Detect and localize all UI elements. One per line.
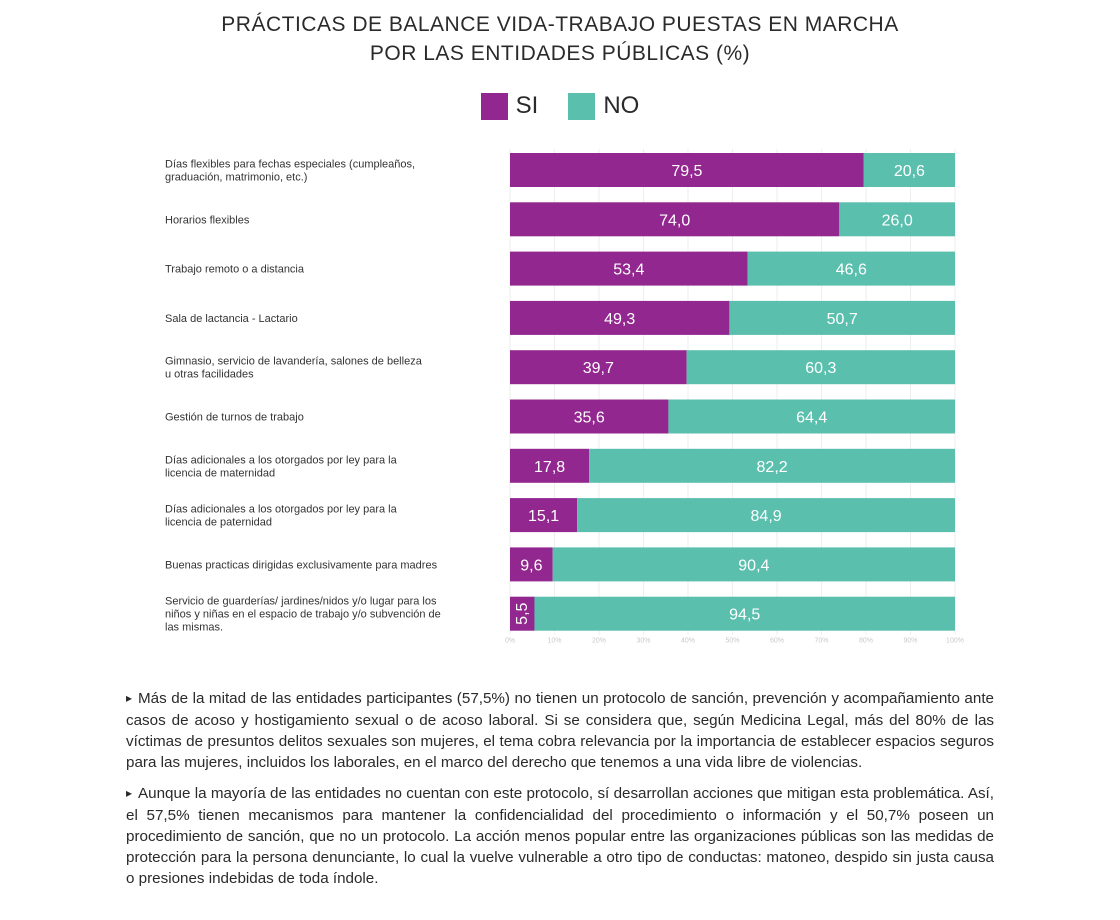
legend-swatch-no xyxy=(568,92,596,120)
x-tick-label: 60% xyxy=(770,638,784,645)
chart-title: PRÁCTICAS DE BALANCE VIDA-TRABAJO PUESTA… xyxy=(0,10,1120,68)
category-label: Días adicionales a los otorgados por ley… xyxy=(165,504,398,516)
bar-value-label: 82,2 xyxy=(757,459,788,476)
bar-segment-no xyxy=(668,399,955,434)
bar-segment-no xyxy=(747,251,955,286)
bar-segment-si xyxy=(510,153,864,187)
bar-segment-no xyxy=(589,448,955,483)
note-paragraph: ▸Más de la mitad de las entidades partic… xyxy=(126,688,994,773)
category-label: Gimnasio, servicio de lavandería, salone… xyxy=(165,356,423,368)
chart-title-line-1: PRÁCTICAS DE BALANCE VIDA-TRABAJO PUESTA… xyxy=(221,13,899,36)
bar-segment-si xyxy=(510,448,590,483)
bar-segment-no xyxy=(534,596,955,631)
bar-value-label: 84,9 xyxy=(751,508,782,525)
bar-segment-si xyxy=(510,202,840,237)
category-label: licencia de maternidad xyxy=(165,467,275,479)
category-label: Días adicionales a los otorgados por ley… xyxy=(165,454,398,466)
bar-segment-no xyxy=(552,547,955,582)
bar-value-label: 39,7 xyxy=(583,360,614,377)
legend-label-no: NO xyxy=(603,92,640,119)
bar-value-label: 90,4 xyxy=(738,557,769,574)
category-label: Servicio de guarderías/ jardines/nidos y… xyxy=(165,596,437,608)
bar-segment-si xyxy=(510,300,730,335)
bar-segment-no xyxy=(839,202,955,237)
bar-value-label: 50,7 xyxy=(827,311,858,328)
note-paragraph: ▸Aunque la mayoría de las entidades no c… xyxy=(126,783,994,889)
stacked-bar-chart: 0% 10% 20% 30% 40% 50% 60% 70% 80% 90% 100% Días fl… xyxy=(165,149,964,645)
category-label: Días flexibles para fechas especiales (c… xyxy=(165,159,415,171)
x-tick-label: 30% xyxy=(636,638,650,645)
x-tick-label: 100% xyxy=(946,638,964,645)
bar-segment-no xyxy=(729,300,955,335)
bar-segment-si xyxy=(510,399,669,434)
bar-segment-no xyxy=(863,153,955,187)
note-text: Más de la mitad de las entidades partici… xyxy=(126,690,994,771)
x-tick-label: 20% xyxy=(592,638,606,645)
bar-value-label: 15,1 xyxy=(528,508,559,525)
bar-value-label: 94,5 xyxy=(729,607,760,624)
bullet-arrow-icon: ▸ xyxy=(126,786,133,800)
category-label: Horarios flexibles xyxy=(165,214,250,226)
bar-value-label: 9,6 xyxy=(520,557,542,574)
x-tick-label: 90% xyxy=(903,638,917,645)
legend-label-si: SI xyxy=(515,92,539,119)
x-tick-label: 40% xyxy=(681,638,695,645)
category-label: Gestión de turnos de trabajo xyxy=(165,412,304,424)
legend: SI NO xyxy=(0,92,1120,120)
bar-segment-si xyxy=(510,350,687,385)
x-tick-label: 10% xyxy=(547,638,561,645)
x-tick-label: 70% xyxy=(814,638,828,645)
bar-segment-si xyxy=(510,498,578,533)
category-label: Sala de lactancia - Lactario xyxy=(165,313,298,325)
bar-value-label: 53,4 xyxy=(613,262,644,279)
category-label: graduación, matrimonio, etc.) xyxy=(165,172,307,184)
bar-value-label: 60,3 xyxy=(805,360,836,377)
bar-value-label: 49,3 xyxy=(604,311,635,328)
bar-value-label: 74,0 xyxy=(659,212,690,229)
bar-value-label: 64,4 xyxy=(796,410,827,427)
legend-swatch-si xyxy=(480,92,508,120)
notes-section: ▸Más de la mitad de las entidades partic… xyxy=(126,688,994,899)
bar-value-label: 5,5 xyxy=(514,602,531,624)
category-label: Trabajo remoto o a distancia xyxy=(165,264,305,276)
category-label: licencia de paternidad xyxy=(165,517,272,529)
category-label: las mismas. xyxy=(165,622,223,634)
bar-value-label: 46,6 xyxy=(836,262,867,279)
bar-segment-no xyxy=(577,498,955,533)
bar-segment-si xyxy=(510,596,535,631)
chart-title-line-2: POR LAS ENTIDADES PÚBLICAS (%) xyxy=(369,42,751,65)
legend-item-si: SI xyxy=(480,92,539,120)
bar-segment-si xyxy=(510,547,553,582)
bar-value-label: 20,6 xyxy=(894,163,925,180)
x-tick-label: 0% xyxy=(505,638,515,645)
bar-segment-no xyxy=(686,350,955,385)
category-label: u otras facilidades xyxy=(165,369,254,381)
note-text: Aunque la mayoría de las entidades no cu… xyxy=(126,785,994,887)
legend-item-no: NO xyxy=(568,92,639,120)
x-tick-label: 50% xyxy=(725,638,739,645)
bar-value-label: 26,0 xyxy=(882,212,913,229)
category-label: Buenas practicas dirigidas exclusivament… xyxy=(165,559,438,571)
bar-value-label: 35,6 xyxy=(574,410,605,427)
x-tick-label: 80% xyxy=(859,638,873,645)
bullet-arrow-icon: ▸ xyxy=(126,691,133,705)
bar-value-label: 17,8 xyxy=(534,459,565,476)
category-label: niños y niñas en el espacio de trabajo y… xyxy=(165,609,441,621)
bar-value-label: 79,5 xyxy=(671,163,702,180)
bar-segment-si xyxy=(510,251,748,286)
